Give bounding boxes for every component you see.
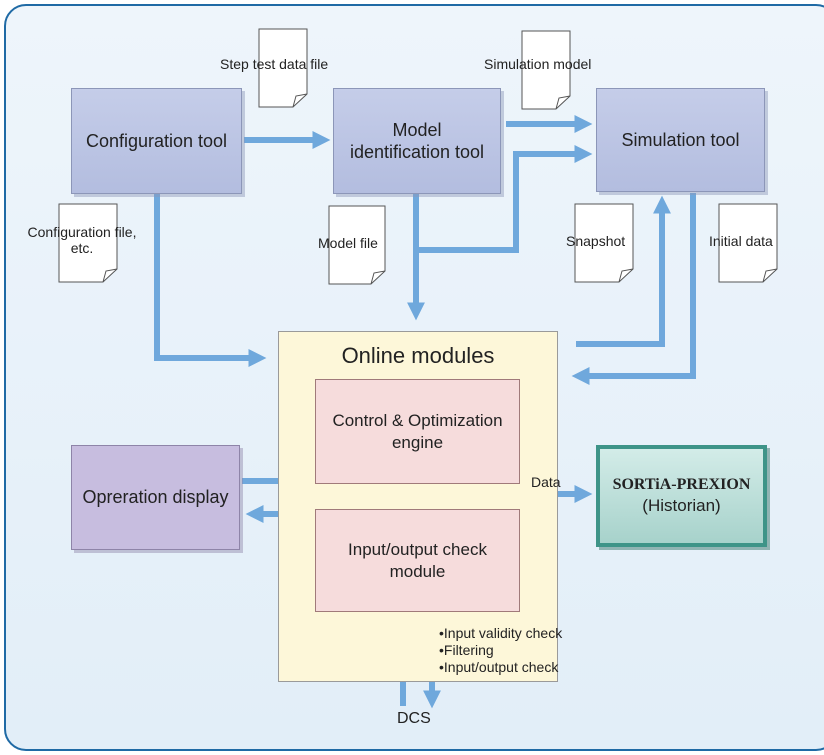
model-identification-tool-box[interactable]: Model identification tool xyxy=(333,88,501,194)
io-check-item: •Filtering xyxy=(439,642,494,658)
io-check-list: •Input validity check •Filtering •Input/… xyxy=(439,625,562,676)
historian-brand: SORTiA-PREXION xyxy=(612,476,751,494)
document-icon xyxy=(718,203,778,283)
configuration-tool-box[interactable]: Configuration tool xyxy=(71,88,242,194)
arrow-branch-to-simulation xyxy=(416,145,593,253)
label-step-test-data-file: Step test data file xyxy=(220,56,329,72)
document-icon xyxy=(521,30,571,110)
io-check-item: •Input/output check xyxy=(439,659,559,675)
io-check-item: •Input validity check xyxy=(439,625,563,641)
document-icon xyxy=(58,203,118,283)
online-modules-label: Online modules xyxy=(341,343,495,368)
label-initial-data: Initial data xyxy=(709,233,773,249)
simulation-tool-box[interactable]: Simulation tool xyxy=(596,88,765,192)
historian-subtitle: (Historian) xyxy=(642,496,721,516)
arrow-online-to-simulation xyxy=(576,195,671,347)
model-identification-tool-label: Model identification tool xyxy=(349,119,485,163)
document-icon xyxy=(328,205,386,285)
arrow-simulation-to-online xyxy=(571,193,696,385)
label-snapshot: Snapshot xyxy=(566,233,626,249)
operation-display-box[interactable]: Opreration display xyxy=(71,445,240,550)
io-check-module-box[interactable]: Input/output check module xyxy=(315,509,520,612)
simulation-tool-label: Simulation tool xyxy=(621,129,740,150)
label-dcs: DCS xyxy=(397,710,431,727)
arrow-config-to-online xyxy=(154,194,267,367)
control-optimization-engine-label: Control & Optimization engine xyxy=(332,411,503,452)
historian-box[interactable]: SORTiA-PREXION (Historian) xyxy=(596,445,767,547)
operation-display-label: Opreration display xyxy=(82,487,229,508)
label-model-file: Model file xyxy=(318,235,378,251)
document-icon xyxy=(258,28,308,108)
label-data: Data xyxy=(531,474,561,490)
configuration-tool-label: Configuration tool xyxy=(85,130,228,151)
io-check-module-label: Input/output check module xyxy=(348,540,487,581)
control-optimization-engine-box[interactable]: Control & Optimization engine xyxy=(315,379,520,484)
document-icon xyxy=(574,203,634,283)
label-configuration-file: Configuration file, etc. xyxy=(27,224,137,256)
label-simulation-model: Simulation model xyxy=(484,56,592,72)
